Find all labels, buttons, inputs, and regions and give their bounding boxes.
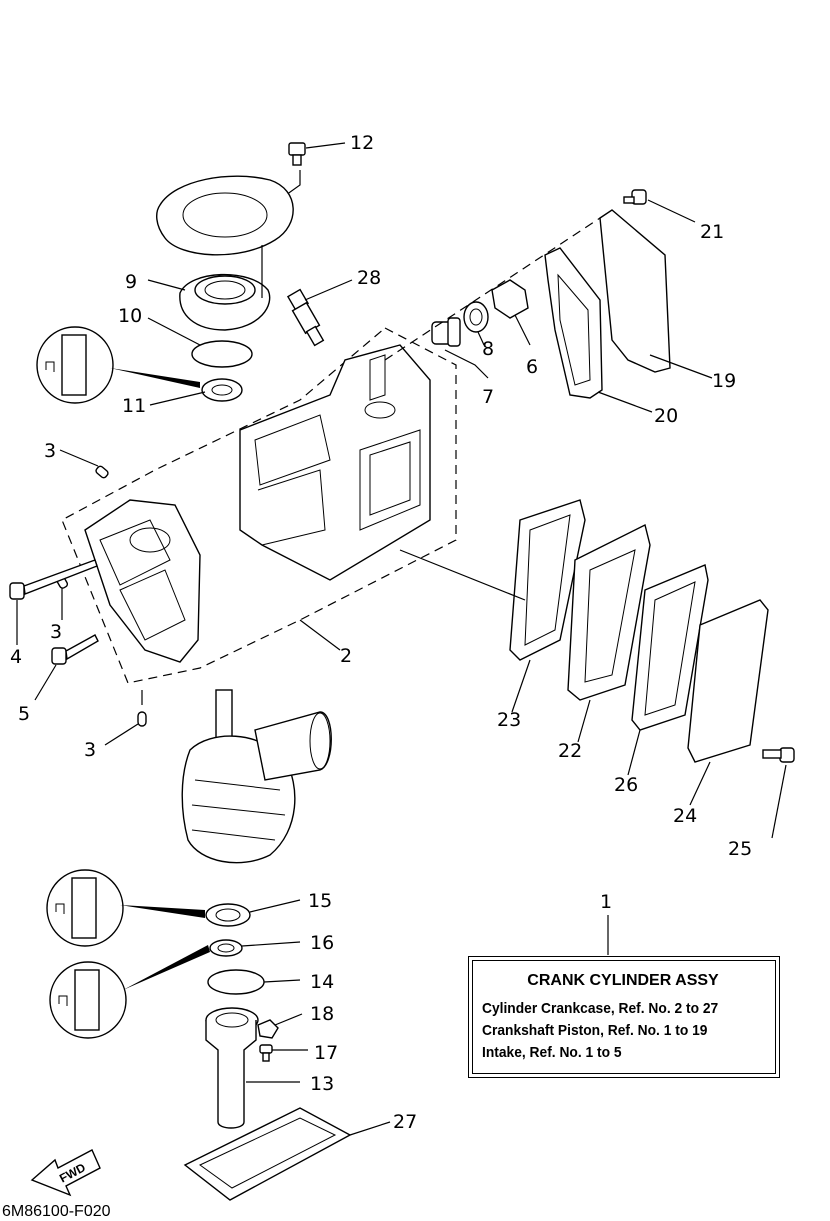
dowel-3c xyxy=(137,711,147,727)
callout-20: 20 xyxy=(654,405,678,427)
oil-seal-16 xyxy=(209,939,243,957)
o-ring-14 xyxy=(207,969,265,995)
grease-tube-icon-lower-1 xyxy=(46,869,205,947)
assembly-outline xyxy=(61,327,457,684)
grease-tube-icon-lower-2 xyxy=(49,945,210,1039)
callout-3-top: 3 xyxy=(44,440,56,462)
bolt-4 xyxy=(9,559,98,600)
callout-14: 14 xyxy=(310,971,334,993)
bolt-12 xyxy=(288,142,306,166)
cylinder-block-2 xyxy=(239,344,431,581)
info-line-intake: Intake, Ref. No. 1 to 5 xyxy=(482,1044,622,1061)
callout-13: 13 xyxy=(310,1073,334,1095)
callout-12: 12 xyxy=(350,132,374,154)
callout-19: 19 xyxy=(712,370,736,392)
seal-housing-9 xyxy=(179,273,271,331)
thermostat-cover-6 xyxy=(491,279,529,319)
callout-11: 11 xyxy=(122,395,146,417)
info-line-crankshaft-piston: Crankshaft Piston, Ref. No. 1 to 19 xyxy=(482,1022,708,1039)
bolt-21 xyxy=(623,189,647,205)
gasket-8 xyxy=(463,301,489,333)
gasket-20 xyxy=(544,247,603,399)
callout-2: 2 xyxy=(340,645,352,667)
gasket-26 xyxy=(631,564,709,731)
spark-plug-28 xyxy=(286,288,325,347)
sleeve-13 xyxy=(205,1007,259,1129)
assembly-info-box xyxy=(468,956,780,1078)
base-gasket-27 xyxy=(183,1107,352,1201)
o-ring-10 xyxy=(191,340,253,368)
callout-6: 6 xyxy=(526,356,538,378)
callout-4: 4 xyxy=(10,646,22,668)
exhaust-cover-24 xyxy=(687,599,769,763)
grease-tube-icon xyxy=(36,326,200,404)
callout-8: 8 xyxy=(482,338,494,360)
callout-28: 28 xyxy=(357,267,381,289)
nut-18 xyxy=(257,1019,279,1039)
exhaust-plate-22 xyxy=(567,523,651,701)
callout-21: 21 xyxy=(700,221,724,243)
document-code: 6M86100-F020 xyxy=(2,1203,111,1220)
callout-18: 18 xyxy=(310,1003,334,1025)
gasket-23 xyxy=(509,499,586,661)
thermostat-7 xyxy=(431,317,461,347)
fwd-arrow-icon xyxy=(30,1149,101,1197)
callout-3-bot: 3 xyxy=(84,739,96,761)
oil-seal-11 xyxy=(201,378,243,402)
oil-seal-15 xyxy=(205,903,251,927)
dowel-3a xyxy=(95,465,109,479)
bolt-25 xyxy=(762,747,795,763)
callout-23: 23 xyxy=(497,709,521,731)
crankcase xyxy=(84,499,201,663)
assembly-info-box-inner xyxy=(472,960,776,1074)
callout-24: 24 xyxy=(673,805,697,827)
callout-25: 25 xyxy=(728,838,752,860)
callout-15: 15 xyxy=(308,890,332,912)
callout-9: 9 xyxy=(125,271,137,293)
cover-plate xyxy=(156,175,294,256)
callout-3-mid: 3 xyxy=(50,621,62,643)
info-line-cylinder-crankcase: Cylinder Crankcase, Ref. No. 2 to 27 xyxy=(482,1000,719,1017)
bolt-5 xyxy=(51,634,99,665)
callout-26: 26 xyxy=(614,774,638,796)
callout-10: 10 xyxy=(118,305,142,327)
assembly-title: CRANK CYLINDER ASSY xyxy=(527,972,719,989)
callout-1: 1 xyxy=(600,891,612,913)
crankshaft xyxy=(181,689,332,864)
callout-7: 7 xyxy=(482,386,494,408)
screw-17 xyxy=(259,1044,273,1062)
callout-22: 22 xyxy=(558,740,582,762)
callout-27: 27 xyxy=(393,1111,417,1133)
callout-5: 5 xyxy=(18,703,30,725)
callout-17: 17 xyxy=(314,1042,338,1064)
cover-19 xyxy=(599,209,671,373)
callout-16: 16 xyxy=(310,932,334,954)
